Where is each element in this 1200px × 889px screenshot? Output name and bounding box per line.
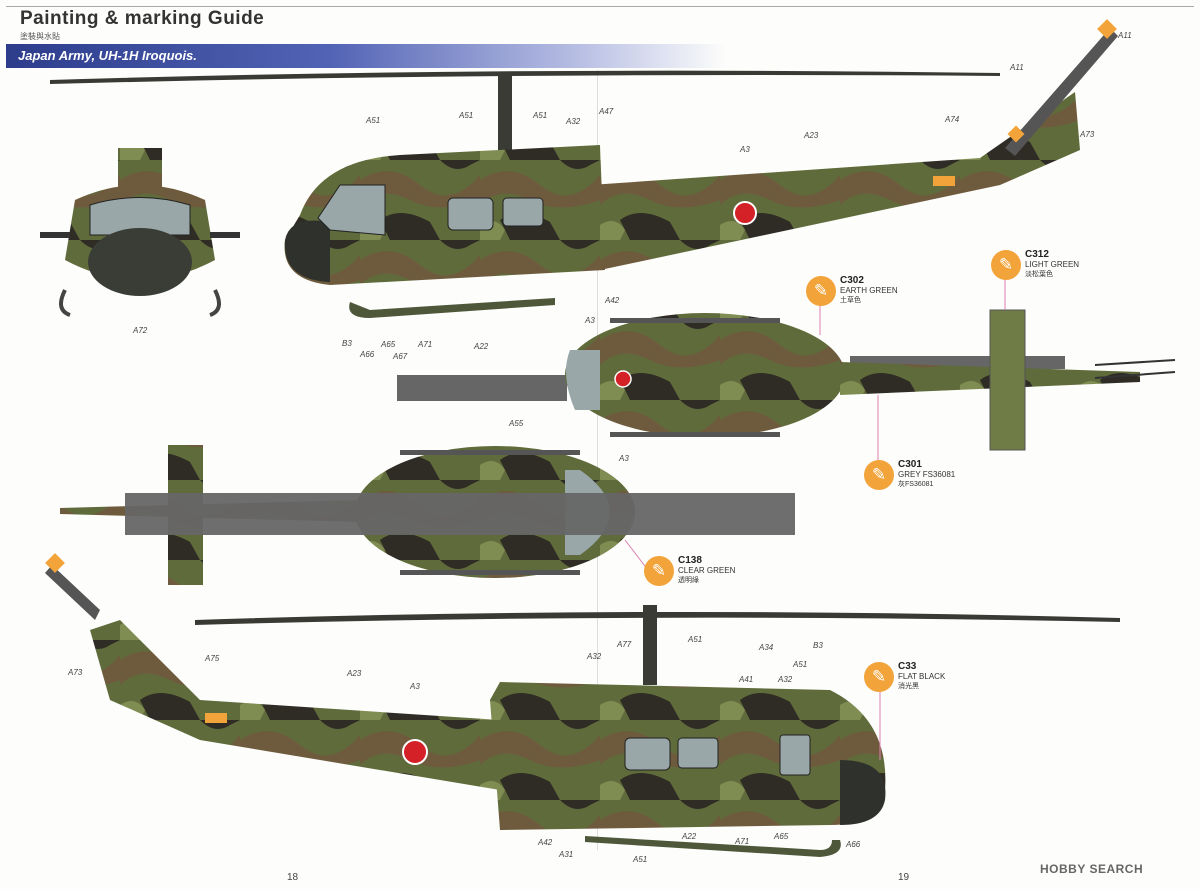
- side-view-left: [45, 553, 1120, 857]
- part-callout: A31: [559, 850, 574, 859]
- page-subtitle: 塗裝與水貼: [20, 32, 60, 41]
- part-callout: A47: [599, 107, 614, 116]
- part-callout: A23: [804, 131, 819, 140]
- page-title: Painting & marking Guide: [20, 8, 265, 29]
- part-callout: A32: [587, 652, 602, 661]
- paint-leader-lines: [624, 280, 1006, 760]
- part-callout: A73: [68, 668, 83, 677]
- part-callout: A51: [459, 111, 474, 120]
- paintbrush-icon: ✎: [864, 460, 894, 490]
- part-callout: B3: [813, 641, 823, 650]
- skid: [349, 298, 555, 318]
- part-callout: A73: [1080, 130, 1095, 139]
- bottom-view: [60, 445, 795, 585]
- part-callout: A3: [740, 145, 750, 154]
- page-number-left: 18: [287, 872, 299, 883]
- page-number-right: 19: [898, 872, 910, 883]
- part-callout: A51: [533, 111, 548, 120]
- fuselage: [284, 145, 605, 285]
- scheme-title: Japan Army, UH-1H Iroquois.: [18, 48, 197, 63]
- side-view-right: [50, 19, 1118, 318]
- part-callout: A67: [393, 352, 408, 361]
- part-callout: A65: [774, 832, 789, 841]
- part-callout: A32: [566, 117, 581, 126]
- part-callout: A75: [205, 654, 220, 663]
- watermark: HOBBY SEARCH: [1040, 862, 1144, 876]
- part-callout: A51: [793, 660, 808, 669]
- top-view: [397, 309, 1176, 451]
- part-callout: A55: [509, 419, 524, 428]
- tail-rotor: [1005, 28, 1118, 156]
- part-callout: A66: [360, 350, 375, 359]
- part-callout: A3: [585, 316, 595, 325]
- part-callout: A77: [617, 640, 632, 649]
- scheme-banner: Japan Army, UH-1H Iroquois.: [6, 44, 726, 68]
- part-callout: A51: [633, 855, 648, 864]
- rotor-mast: [498, 72, 512, 152]
- part-callout: A74: [945, 115, 960, 124]
- paintbrush-icon: ✎: [806, 276, 836, 306]
- tail-boom: [590, 92, 1080, 270]
- part-callout: A11: [1010, 63, 1024, 72]
- part-callout: A22: [682, 832, 697, 841]
- part-callout: A3: [410, 682, 420, 691]
- page-frame: [6, 6, 1194, 867]
- part-callout: A11: [1118, 31, 1132, 40]
- part-callout: A72: [133, 326, 148, 335]
- part-callout: A51: [688, 635, 703, 644]
- part-callout: A71: [735, 837, 750, 846]
- paintbrush-icon: ✎: [991, 250, 1021, 280]
- part-callout: A3: [619, 454, 629, 463]
- part-callout: A65: [381, 340, 396, 349]
- part-callout: A51: [366, 116, 381, 125]
- part-callout: A66: [846, 840, 861, 849]
- front-view: [40, 148, 240, 317]
- page-gutter: [597, 70, 598, 850]
- part-callout: A71: [418, 340, 433, 349]
- part-callout: A42: [605, 296, 620, 305]
- part-callout: A41: [739, 675, 754, 684]
- part-callout: B3: [342, 339, 352, 348]
- part-callout: A42: [538, 838, 553, 847]
- paintbrush-icon: ✎: [864, 662, 894, 692]
- main-rotor-blade: [50, 70, 1000, 84]
- part-callout: A23: [347, 669, 362, 678]
- part-callout: A32: [778, 675, 793, 684]
- part-callout: A34: [759, 643, 774, 652]
- paintbrush-icon: ✎: [644, 556, 674, 586]
- part-callout: A22: [474, 342, 489, 351]
